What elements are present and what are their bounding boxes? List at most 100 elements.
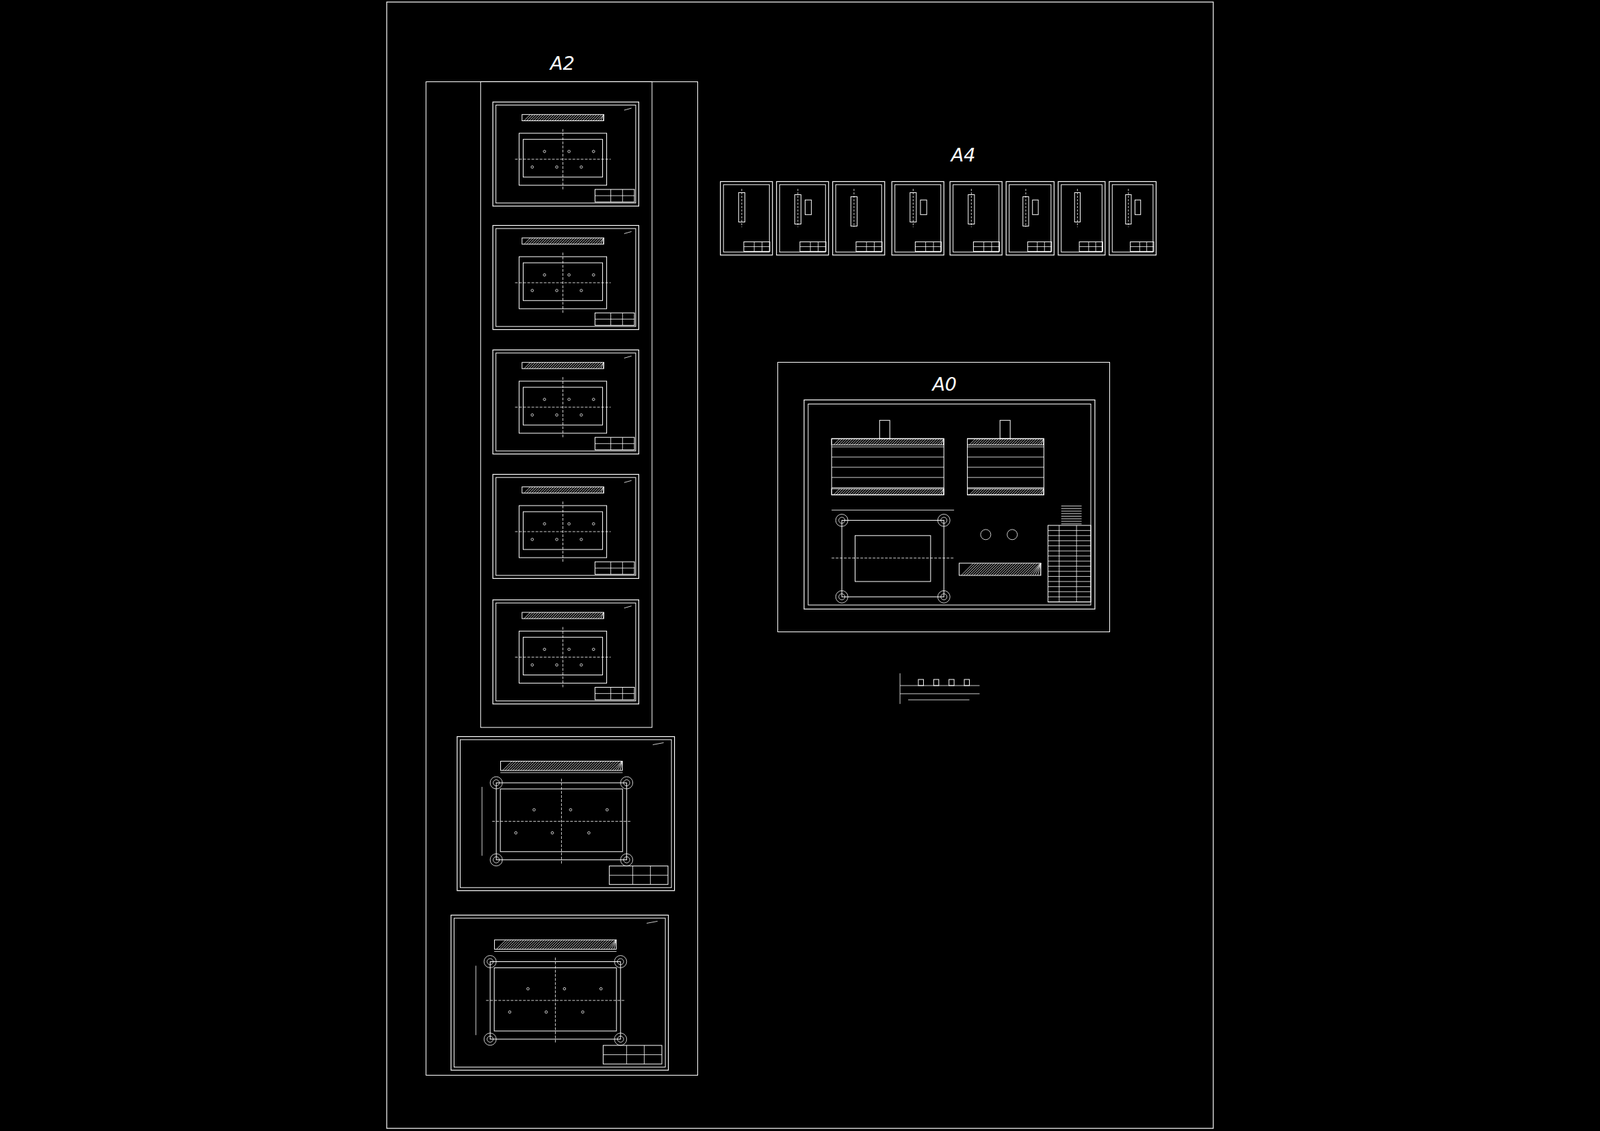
hatch-line (617, 761, 623, 772)
center-line (1025, 188, 1026, 228)
sheet-border (492, 225, 639, 330)
sheet-inner-border (779, 184, 826, 252)
technical-note (1061, 513, 1082, 514)
hatch-line (522, 940, 532, 950)
hatch-line (917, 488, 924, 495)
a0-sheet (804, 400, 1095, 610)
hatch-line (1014, 563, 1028, 576)
title-block-line (632, 866, 634, 885)
hatch-line (874, 488, 881, 495)
hatch-line (602, 238, 605, 245)
hole (531, 289, 534, 293)
title-block-line (1088, 241, 1089, 252)
strip-punch (964, 679, 970, 686)
hatch-line (583, 940, 593, 950)
hatch-line (1005, 438, 1012, 445)
hatch-line (940, 438, 944, 445)
hatch-line (943, 488, 945, 495)
center-line (1127, 188, 1129, 228)
hatch-line (1007, 488, 1014, 495)
hatch-line (933, 438, 940, 445)
title-block-line (1130, 246, 1154, 248)
title-block-line (622, 687, 623, 701)
parts-list-row (1047, 571, 1091, 573)
section-strip (959, 563, 1041, 576)
hatch-line (1040, 438, 1044, 445)
hatch-line (1027, 438, 1035, 445)
hatch-line (989, 488, 996, 495)
hatch-line (940, 488, 944, 495)
plate-line (967, 476, 1045, 478)
hatch-line (839, 488, 846, 495)
hatch-line (879, 438, 886, 445)
hatch-line (977, 488, 984, 495)
hatch-line (1030, 488, 1037, 495)
hole (580, 663, 584, 667)
technical-note (1061, 520, 1082, 522)
hatch-line (1025, 488, 1032, 495)
sheet-inner-border (895, 184, 941, 252)
hatch-line (518, 761, 528, 772)
hatch-line (498, 940, 509, 950)
hatch-line (933, 488, 940, 495)
center-line (562, 377, 564, 438)
parts-list-row (1047, 540, 1091, 542)
roughness-mark (624, 108, 632, 111)
hatch-line (992, 488, 999, 495)
title-block-line (610, 687, 612, 701)
guide-boss (835, 590, 848, 603)
part-view (794, 194, 801, 224)
section-strip (831, 438, 944, 445)
hole (592, 398, 596, 402)
roughness-mark (624, 606, 632, 609)
sheet-column-frame (480, 81, 653, 728)
hatch-line (861, 438, 868, 445)
hatch-line (923, 488, 930, 495)
hatch-line (565, 940, 575, 950)
title-block (973, 241, 1000, 252)
hatch-line (1023, 488, 1030, 495)
title-block-line (743, 246, 770, 248)
hatch-line (511, 940, 522, 950)
sheet-inner-border (496, 353, 636, 451)
hatch-line (1012, 438, 1019, 445)
hatch-line (843, 438, 850, 445)
hatch-line (512, 761, 523, 772)
a4-sheet (720, 181, 773, 255)
section-strip (522, 362, 604, 369)
hatch-line (999, 563, 1013, 576)
plate-line (967, 487, 1045, 488)
hatch-line (566, 761, 577, 772)
hatch-line (912, 438, 920, 445)
roughness-mark (646, 921, 658, 924)
sheet-border (832, 181, 885, 255)
hatch-line (538, 761, 549, 772)
hatch-line (507, 761, 518, 772)
section-strip (831, 488, 944, 495)
center-line (561, 778, 562, 865)
hatch-line (874, 438, 881, 445)
hatch-line (590, 940, 601, 950)
hatch-line (1005, 488, 1012, 495)
center-line (1077, 188, 1078, 228)
hatch-line (914, 488, 922, 495)
hatch-line (562, 940, 573, 950)
strip-line (899, 693, 980, 694)
hatch-line (984, 563, 997, 576)
hatch-line (961, 563, 974, 576)
hole (543, 150, 547, 154)
sheet-border (457, 737, 675, 892)
hatch-line (598, 114, 604, 121)
hatch-line (607, 761, 617, 772)
hole (543, 273, 547, 277)
center-line (555, 958, 556, 1044)
hole (581, 1010, 585, 1014)
hatch-line (522, 761, 533, 772)
hatch-line (571, 761, 582, 772)
hatch-line (1017, 488, 1024, 495)
hatch-line (505, 761, 515, 772)
guide-boss (483, 956, 497, 969)
hatch-line (897, 488, 904, 495)
hatch-line (548, 761, 559, 772)
title-block-line (810, 241, 811, 252)
